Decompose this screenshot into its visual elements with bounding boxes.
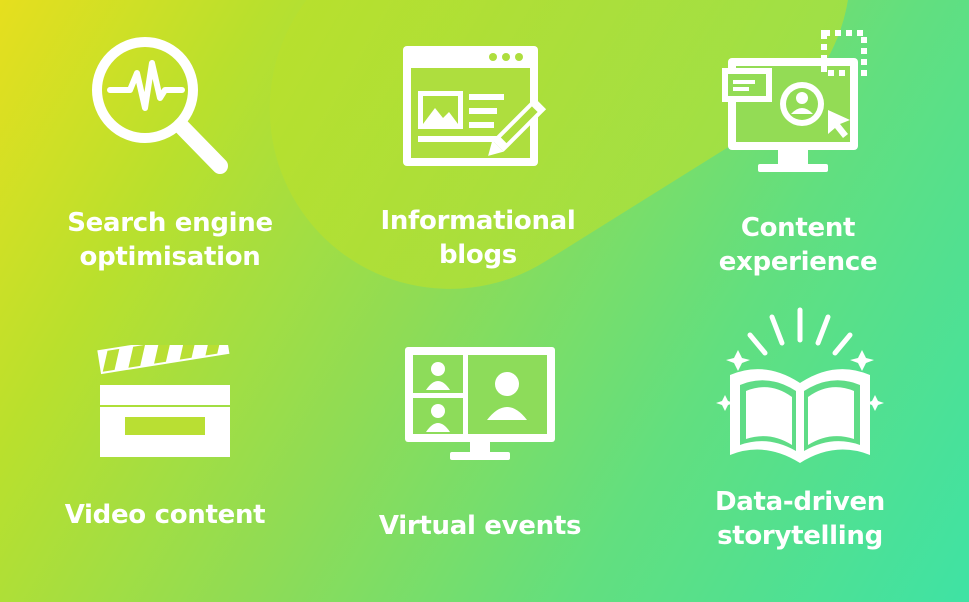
search-analytics-icon [92, 37, 228, 174]
tile-video-content: Video content [15, 345, 315, 532]
tile-seo: Search engine optimisation [20, 28, 320, 274]
blog-writing-icon [403, 46, 547, 166]
tile-blogs: Informational blogs [328, 36, 628, 272]
tile-label: Informational blogs [380, 206, 576, 270]
tile-label: Data-driven storytelling [714, 487, 886, 551]
tile-content-experience: Content experience [648, 28, 948, 279]
content-experience-monitor-icon [722, 30, 867, 172]
tile-label: Content experience [718, 213, 878, 277]
clapperboard-icon [97, 345, 230, 457]
open-book-icon [716, 307, 884, 463]
tile-data-storytelling: Data-driven storytelling [650, 305, 950, 553]
tile-label: Video content [64, 500, 266, 530]
video-conference-monitor-icon [405, 347, 555, 460]
tile-virtual-events: Virtual events [330, 342, 630, 543]
tile-label: Search engine optimisation [67, 208, 273, 272]
tile-label: Virtual events [378, 511, 582, 541]
